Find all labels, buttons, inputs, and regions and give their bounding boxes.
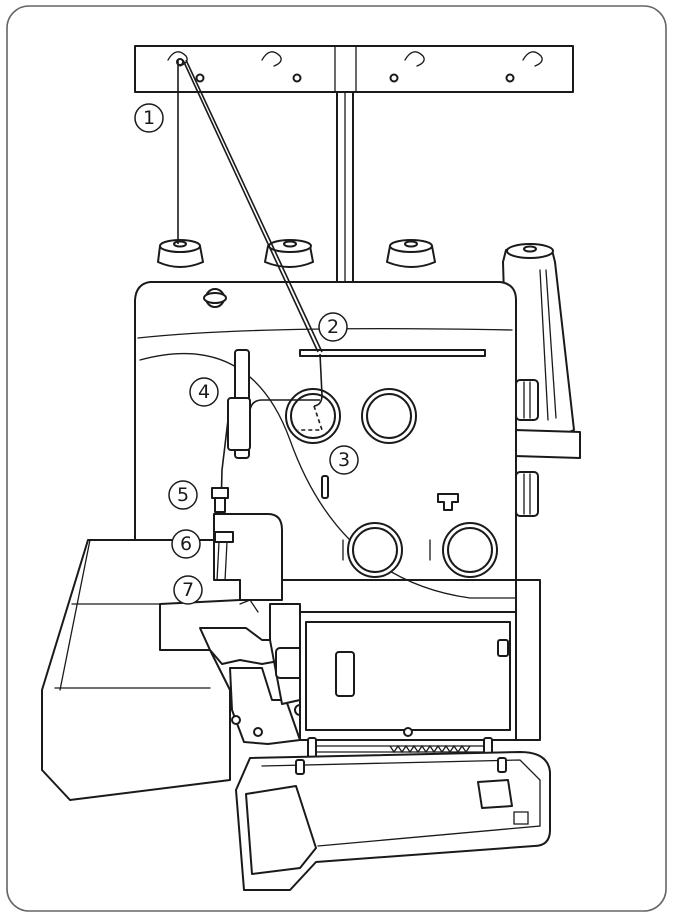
callout-2: 2 (319, 313, 347, 341)
callout-4-label: 4 (198, 381, 210, 403)
needle-guide-5 (212, 488, 228, 498)
callout-7: 7 (174, 576, 202, 604)
callout-1: 1 (135, 104, 163, 132)
callout-2-label: 2 (327, 316, 339, 338)
thread-guide-3 (322, 476, 328, 498)
thread-guide-slot (300, 350, 485, 356)
front-base (236, 752, 550, 890)
thread-guide-bar (135, 46, 573, 92)
callout-5: 5 (169, 481, 197, 509)
looper-cover (300, 612, 516, 764)
free-arm (42, 540, 240, 800)
callout-3: 3 (330, 446, 358, 474)
left-base (42, 540, 240, 800)
callout-6: 6 (172, 530, 200, 558)
callout-3-label: 3 (338, 449, 350, 471)
callout-7-label: 7 (182, 579, 194, 601)
callout-4: 4 (190, 378, 218, 406)
callout-6-label: 6 (180, 533, 192, 555)
callout-5-label: 5 (177, 484, 189, 506)
needle-bar-6 (215, 532, 233, 542)
callout-1-label: 1 (143, 107, 155, 129)
